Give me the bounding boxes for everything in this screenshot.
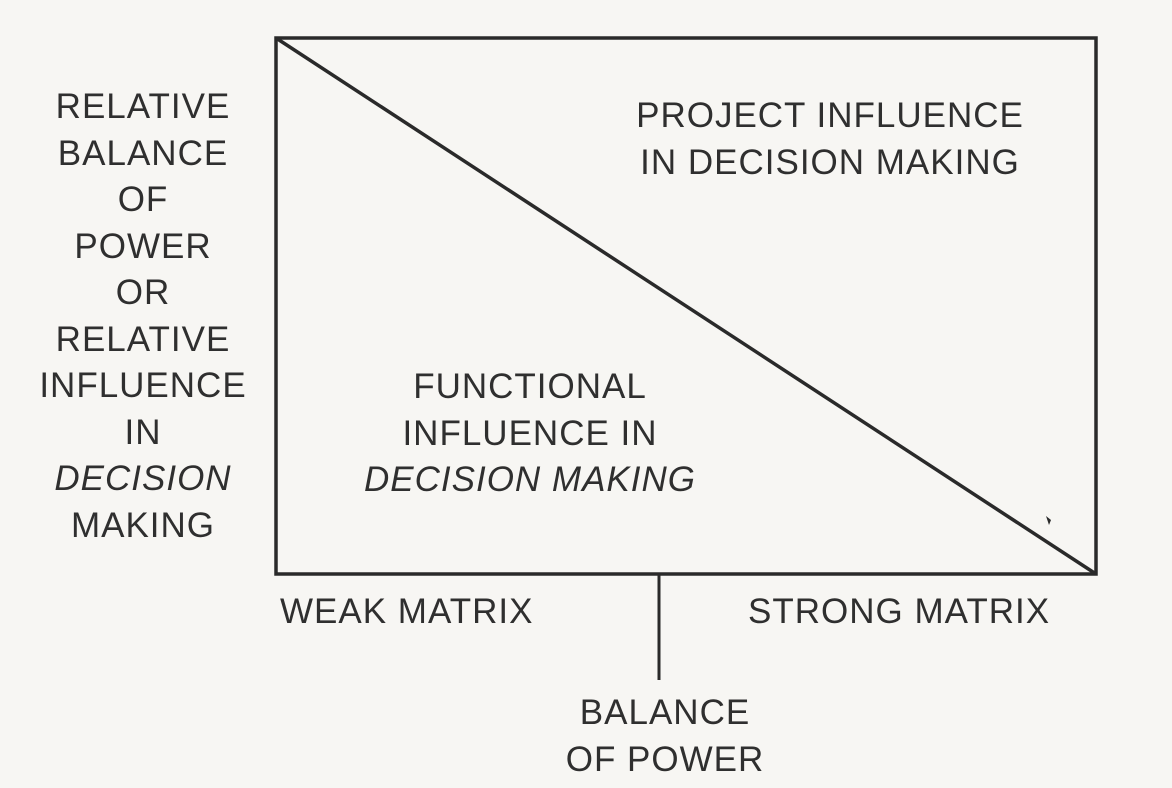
y-axis-label-line: BALANCE — [57, 133, 229, 173]
diagonal-divider — [275, 36, 1097, 576]
ink-speck — [1046, 516, 1051, 525]
y-axis-label-line: MAKING — [70, 505, 216, 545]
functional-influence-line: INFLUENCE IN — [402, 413, 658, 453]
y-axis-label-line: RELATIVE — [55, 319, 231, 359]
balance-of-power-label: BALANCE OF POWER — [540, 690, 790, 783]
y-axis-label-line: IN — [124, 412, 162, 452]
y-axis-label-line: DECISION — [54, 459, 232, 498]
functional-influence-line: FUNCTIONAL — [413, 367, 647, 406]
weak-matrix-label: WEAK MATRIX — [280, 592, 534, 631]
y-axis-label-line: RELATIVE — [55, 87, 231, 126]
y-axis-label-line: OF — [117, 180, 169, 219]
project-influence-label: PROJECT INFLUENCE IN DECISION MAKING — [600, 93, 1060, 186]
balance-of-power-line: OF POWER — [565, 739, 765, 779]
y-axis-label: RELATIVE BALANCE OF POWER OR RELATIVE IN… — [18, 84, 268, 549]
functional-influence-label: FUNCTIONAL INFLUENCE IN DECISION MAKING — [330, 364, 730, 504]
diagram-frame — [274, 36, 1098, 576]
project-influence-line: IN DECISION MAKING — [640, 142, 1020, 182]
y-axis-label-line: POWER — [74, 226, 212, 266]
project-influence-line: PROJECT INFLUENCE — [636, 96, 1024, 135]
functional-influence-line: DECISION MAKING — [364, 460, 696, 499]
balance-of-power-line: BALANCE — [579, 693, 751, 732]
y-axis-label-line: OR — [115, 273, 171, 312]
y-axis-label-line: INFLUENCE — [39, 366, 247, 405]
strong-matrix-label: STRONG MATRIX — [748, 592, 1051, 631]
